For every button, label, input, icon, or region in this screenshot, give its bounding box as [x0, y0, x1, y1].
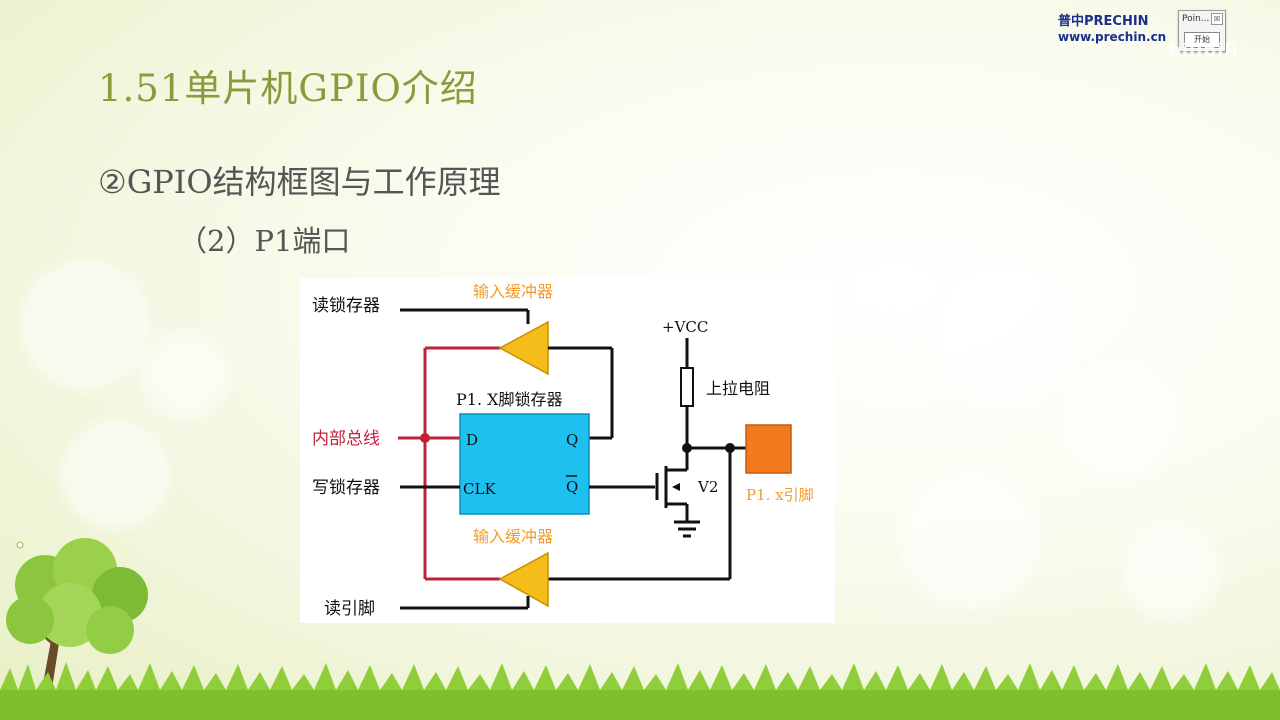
section-heading: （2）P1端口	[178, 224, 351, 258]
label-input-buffer-top: 输入缓冲器	[473, 282, 553, 301]
gpio-p1-diagram: 读锁存器 输入缓冲器 +VCC P1. X脚锁存器 上拉电阻 内部总线 D Q …	[300, 278, 835, 623]
label-d: D	[466, 431, 478, 449]
label-qbar: Q	[566, 478, 578, 496]
v2-arrow	[672, 483, 680, 491]
slide-title: 1.51单片机GPIO介绍	[98, 67, 478, 110]
label-write-latch: 写锁存器	[312, 478, 380, 498]
input-buffer-bottom	[498, 551, 549, 608]
p1x-pin-block	[745, 424, 792, 474]
start-button[interactable]: 开始	[1184, 32, 1220, 48]
label-v2: V2	[697, 478, 718, 496]
label-q: Q	[566, 431, 578, 449]
label-pullup: 上拉电阻	[706, 379, 770, 398]
mini-window-title: Poin...	[1182, 14, 1210, 24]
bus-junction-dot	[420, 433, 430, 443]
tree-decoration	[6, 538, 148, 701]
prechin-logo: 普中PRECHIN www.prechin.cn	[1058, 10, 1170, 44]
slide-subtitle: ②GPIO结构框图与工作原理	[98, 163, 501, 201]
logo-url: www.prechin.cn	[1058, 30, 1167, 44]
label-internal-bus: 内部总线	[312, 429, 380, 449]
p1-latch-box	[459, 413, 590, 515]
input-buffer-top	[498, 320, 549, 376]
grass-decoration	[0, 662, 1280, 720]
pullup-resistor	[680, 367, 694, 407]
label-read-pin: 读引脚	[324, 599, 375, 619]
pointer-tool-window[interactable]: Poin... ☒ 开始	[1178, 10, 1226, 52]
close-icon[interactable]: ☒	[1211, 13, 1223, 25]
label-read-latch: 读锁存器	[312, 296, 380, 316]
bilibili-watermark: bilibili	[1168, 40, 1239, 61]
circuit-svg: 读锁存器 输入缓冲器 +VCC P1. X脚锁存器 上拉电阻 内部总线 D Q …	[312, 282, 814, 619]
label-input-buffer-bottom: 输入缓冲器	[473, 527, 553, 546]
label-clk: CLK	[463, 480, 496, 498]
logo-text: 普中PRECHIN	[1058, 14, 1149, 29]
label-latch-title: P1. X脚锁存器	[456, 390, 563, 409]
label-vcc: +VCC	[662, 318, 708, 336]
label-pin: P1. x引脚	[746, 486, 814, 504]
